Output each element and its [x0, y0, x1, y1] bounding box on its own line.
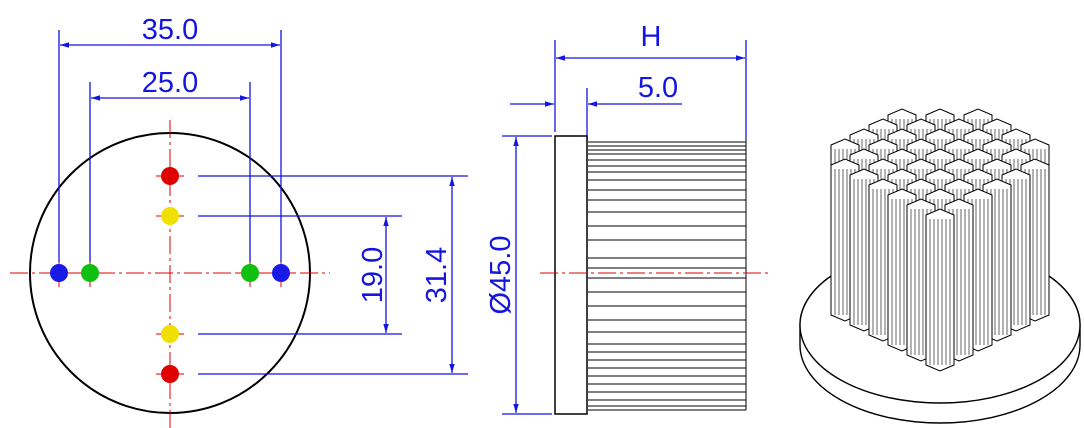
hole-outer-left: [50, 264, 68, 282]
hole-inner-top: [161, 207, 179, 225]
dim-31-lines: [198, 175, 468, 375]
dim-5-lines: [510, 88, 682, 140]
hole-inner-left: [81, 264, 99, 282]
hole-outer-top: [161, 167, 179, 185]
iso-fin: [925, 208, 955, 372]
dim-h-label: H: [641, 21, 662, 53]
dim-19-label: 19.0: [357, 247, 389, 303]
front-view: 35.0 25.0 19.0 31.4: [10, 14, 468, 428]
dim-25-label: 25.0: [142, 67, 198, 99]
dim-35-label: 35.0: [142, 14, 198, 46]
dim-19-lines: [198, 215, 402, 335]
dim-5-label: 5.0: [638, 72, 678, 104]
iso-fin-array: [830, 108, 1050, 372]
hole-outer-bottom: [161, 365, 179, 383]
dim-diameter-label: Ø45.0: [485, 236, 517, 315]
dim-35-lines: [58, 30, 282, 262]
hole-inner-right: [241, 264, 259, 282]
isometric-view: [799, 108, 1081, 424]
hole-outer-right: [272, 264, 290, 282]
dim-31-label: 31.4: [421, 247, 453, 303]
dim-diameter-lines: [502, 135, 552, 415]
base-plate: [554, 135, 588, 415]
hole-inner-bottom: [161, 325, 179, 343]
side-view: Ø45.0 H 5.0: [485, 21, 770, 415]
fin-lines: [588, 140, 747, 411]
dim-25-lines: [89, 82, 251, 262]
dim-h-lines: [554, 40, 747, 140]
